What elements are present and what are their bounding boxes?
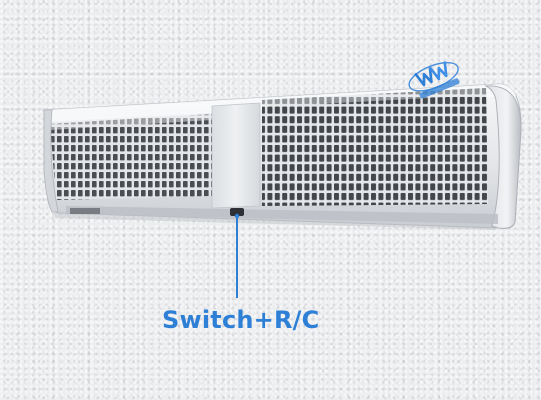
brand-logo-icon — [408, 61, 460, 99]
left-end-cap — [43, 109, 59, 213]
left-vent-grille — [50, 114, 212, 200]
air-outlet — [66, 206, 498, 224]
right-end-cap — [484, 85, 522, 229]
switch-remote-control-label: Switch+R/C — [162, 306, 320, 334]
right-vent-grille — [262, 88, 488, 206]
center-control-panel — [211, 102, 261, 209]
switch-button-icon — [230, 208, 244, 216]
